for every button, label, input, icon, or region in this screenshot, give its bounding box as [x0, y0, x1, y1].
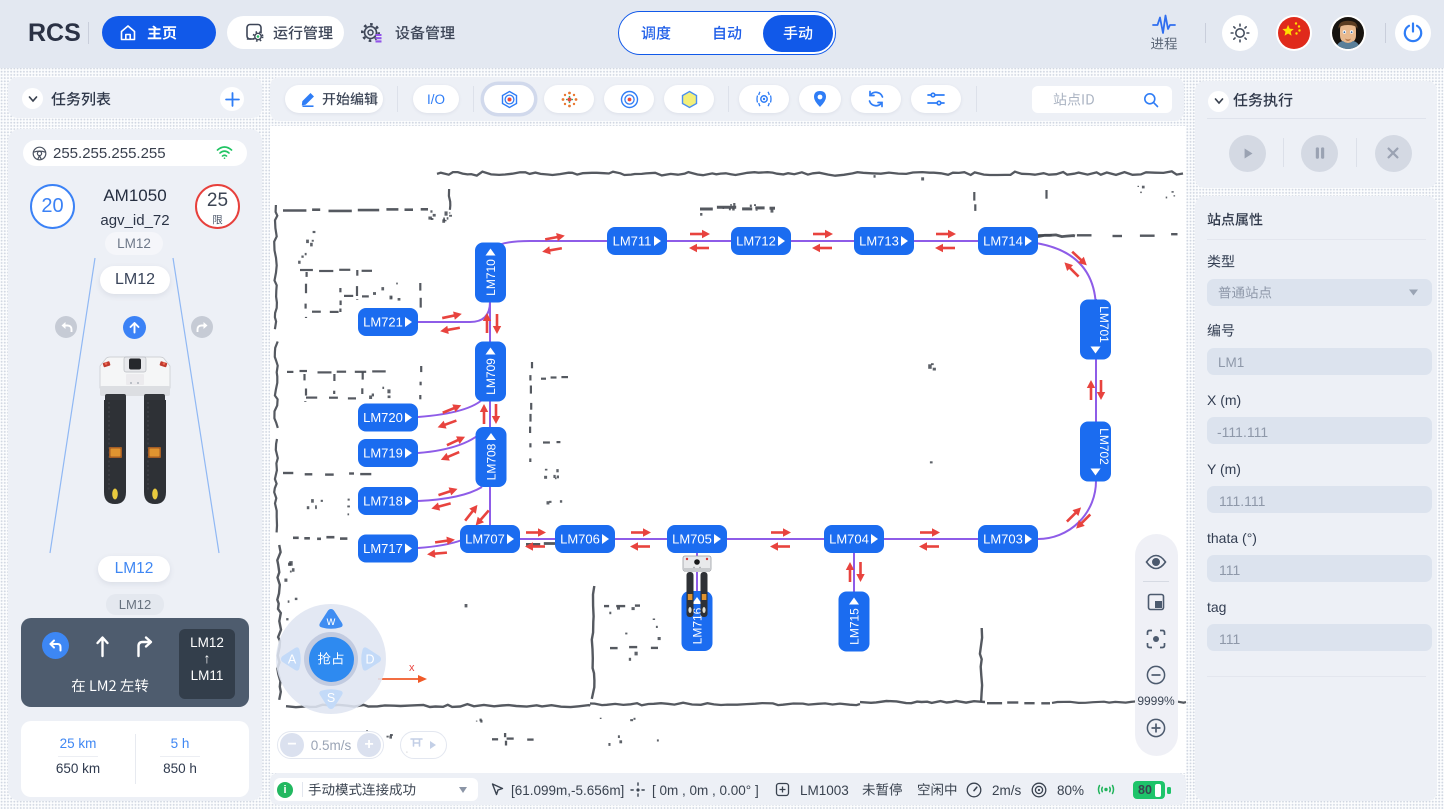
svg-text:LM718: LM718	[363, 494, 403, 509]
svg-text:LM703: LM703	[983, 532, 1023, 547]
svg-text:LM712: LM712	[736, 234, 776, 249]
svg-text:A: A	[288, 653, 297, 667]
svg-text:LM713: LM713	[859, 234, 899, 249]
svg-text:w: w	[326, 614, 336, 628]
svg-text:LM721: LM721	[363, 315, 403, 330]
svg-text:LM707: LM707	[465, 532, 505, 547]
svg-text:LM714: LM714	[983, 234, 1023, 249]
svg-text:LM702: LM702	[1097, 428, 1111, 465]
svg-text:LM711: LM711	[613, 234, 652, 249]
svg-text:S: S	[327, 691, 335, 705]
svg-text:x: x	[409, 662, 415, 674]
svg-text:LM715: LM715	[848, 608, 862, 645]
svg-text:LM710: LM710	[484, 259, 498, 296]
svg-text:LM706: LM706	[560, 532, 600, 547]
svg-text:LM720: LM720	[363, 410, 403, 425]
svg-text:LM719: LM719	[363, 446, 403, 461]
svg-text:LM704: LM704	[829, 532, 869, 547]
svg-text:LM717: LM717	[363, 541, 403, 556]
svg-text:LM716: LM716	[691, 607, 705, 644]
svg-text:LM705: LM705	[672, 532, 712, 547]
svg-text:LM701: LM701	[1097, 306, 1111, 343]
svg-text:D: D	[365, 653, 374, 667]
svg-text:LM708: LM708	[485, 443, 499, 480]
svg-text:LM709: LM709	[484, 358, 498, 395]
